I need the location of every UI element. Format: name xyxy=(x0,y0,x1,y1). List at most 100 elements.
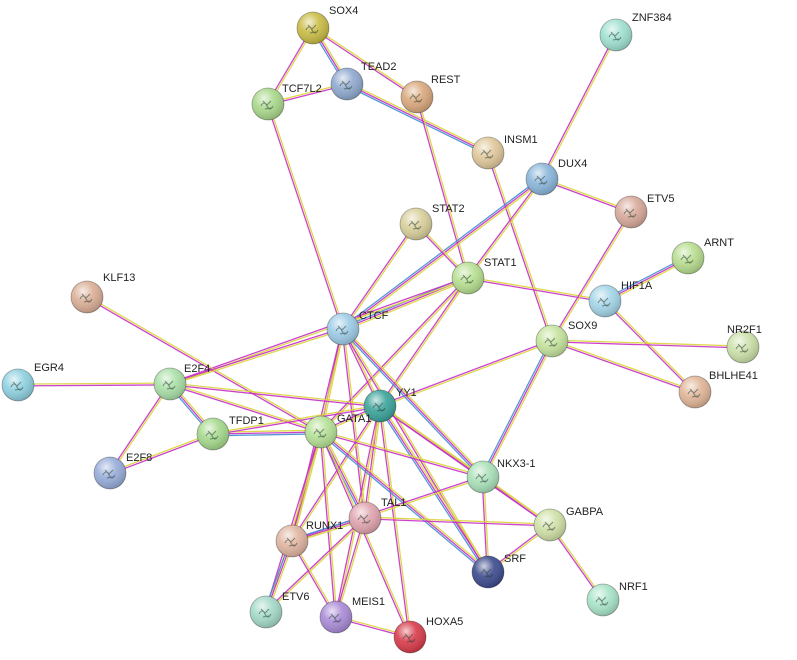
edge-dux4-stat1 xyxy=(466,178,544,279)
protein-structure-icon xyxy=(408,220,422,230)
node-stat1[interactable]: STAT1 xyxy=(451,257,517,295)
node-tfdp1[interactable]: TFDP1 xyxy=(196,415,264,451)
node-label: HIF1A xyxy=(621,280,653,292)
node-label: EGR4 xyxy=(34,362,64,374)
node-yy1[interactable]: YY1 xyxy=(363,387,417,423)
edge-e2f4-e2f8 xyxy=(108,383,172,474)
node-label: SOX4 xyxy=(329,5,358,17)
node-label: STAT2 xyxy=(432,203,465,215)
protein-structure-icon xyxy=(372,402,386,412)
edge-yy1-runx1 xyxy=(290,405,382,542)
node-label: NRF1 xyxy=(619,581,648,593)
node-sox9[interactable]: SOX9 xyxy=(535,320,597,358)
edge-e2f4-gata1 xyxy=(169,382,322,434)
edge-ctcf-srf xyxy=(341,328,490,573)
node-label: DUX4 xyxy=(558,158,587,170)
node-label: SRF xyxy=(504,553,526,565)
node-bhlhe41[interactable]: BHLHE41 xyxy=(678,370,758,409)
node-tead2[interactable]: TEAD2 xyxy=(330,61,396,101)
edge-ctcf-e2f4 xyxy=(169,327,344,386)
protein-structure-icon xyxy=(205,430,219,440)
node-label: SOX9 xyxy=(568,320,597,332)
edge-tead2-insm1 xyxy=(345,81,490,156)
edge-yy1-hoxa5 xyxy=(378,405,412,638)
protein-structure-icon xyxy=(258,608,272,618)
edge-e2f8-tfdp1 xyxy=(109,432,214,475)
protein-structure-icon xyxy=(475,473,489,483)
node-meis1[interactable]: MEIS1 xyxy=(319,596,385,634)
node-label: ARNT xyxy=(704,237,734,249)
node-label: STAT1 xyxy=(484,257,517,269)
edge-tfdp1-yy1 xyxy=(212,404,381,436)
protein-structure-icon xyxy=(608,31,622,41)
node-label: HOXA5 xyxy=(426,616,463,628)
protein-structure-icon xyxy=(542,521,556,531)
protein-structure-icon xyxy=(534,175,548,185)
edge-rest-stat1 xyxy=(415,96,470,279)
edge-stat1-gata1 xyxy=(319,276,470,434)
edge-layer xyxy=(17,26,744,639)
edge-gata1-etv6 xyxy=(264,431,323,613)
node-hoxa5[interactable]: HOXA5 xyxy=(393,616,463,654)
node-egr4[interactable]: EGR4 xyxy=(1,362,64,402)
edge-hif1a-bhlhe41 xyxy=(603,299,697,394)
node-hif1a[interactable]: HIF1A xyxy=(588,280,653,318)
edge-gata1-meis1 xyxy=(319,431,338,618)
node-label: ETV6 xyxy=(282,591,310,603)
node-runx1[interactable]: RUNX1 xyxy=(275,520,343,558)
node-nr2f1[interactable]: NR2F1 xyxy=(726,324,762,364)
node-nrf1[interactable]: NRF1 xyxy=(586,581,648,617)
protein-structure-icon xyxy=(480,149,494,159)
protein-structure-icon xyxy=(284,537,298,547)
node-rest[interactable]: REST xyxy=(400,74,461,114)
node-label: TEAD2 xyxy=(361,61,396,73)
node-stat2[interactable]: STAT2 xyxy=(399,203,465,241)
edge-tal1-gabpa xyxy=(364,516,551,527)
node-e2f8[interactable]: E2F8 xyxy=(93,452,152,490)
protein-structure-icon xyxy=(339,80,353,90)
node-label: KLF13 xyxy=(103,272,135,284)
node-label: RUNX1 xyxy=(306,520,343,532)
protein-structure-icon xyxy=(102,469,116,479)
node-tcf7l2[interactable]: TCF7L2 xyxy=(251,83,322,121)
protein-structure-icon xyxy=(409,93,423,103)
node-label: MEIS1 xyxy=(352,596,385,608)
edge-dux4-ctcf xyxy=(341,177,544,331)
protein-structure-icon xyxy=(544,337,558,347)
node-arnt[interactable]: ARNT xyxy=(671,237,734,275)
node-label: ZNF384 xyxy=(632,12,672,24)
protein-structure-icon xyxy=(305,24,319,34)
edge-stat1-yy1 xyxy=(378,277,470,407)
protein-structure-icon xyxy=(597,297,611,307)
edge-stat2-ctcf xyxy=(341,223,418,330)
node-label: TAL1 xyxy=(381,497,406,509)
edge-gata1-nkx3-1 xyxy=(320,430,484,479)
node-dux4[interactable]: DUX4 xyxy=(525,158,587,196)
node-tal1[interactable]: TAL1 xyxy=(348,497,406,535)
node-klf13[interactable]: KLF13 xyxy=(70,272,135,314)
node-ctcf[interactable]: CTCF xyxy=(326,310,389,346)
node-gata1[interactable]: GATA1 xyxy=(304,413,371,449)
node-znf384[interactable]: ZNF384 xyxy=(599,12,672,52)
protein-structure-icon xyxy=(10,381,24,391)
edge-stat1-hif1a xyxy=(467,276,606,303)
edge-insm1-sox9 xyxy=(486,152,554,342)
node-nkx3-1[interactable]: NKX3-1 xyxy=(466,458,536,494)
edge-sox4-rest xyxy=(312,26,418,99)
node-sox4[interactable]: SOX4 xyxy=(296,5,358,45)
node-etv5[interactable]: ETV5 xyxy=(614,193,675,229)
node-insm1[interactable]: INSM1 xyxy=(471,134,538,170)
protein-structure-icon xyxy=(595,596,609,606)
protein-structure-icon xyxy=(687,388,701,398)
node-etv6[interactable]: ETV6 xyxy=(249,591,310,629)
node-srf[interactable]: SRF xyxy=(471,553,526,589)
node-label: NR2F1 xyxy=(727,324,762,336)
edge-tcf7l2-ctcf xyxy=(266,103,345,330)
node-gabpa[interactable]: GABPA xyxy=(533,506,604,542)
node-label: TCF7L2 xyxy=(282,83,322,95)
node-label: GABPA xyxy=(566,506,604,518)
edge-klf13-gata1 xyxy=(86,295,322,434)
node-e2f4[interactable]: E2F4 xyxy=(153,363,210,401)
protein-structure-icon xyxy=(313,428,327,438)
node-label: INSM1 xyxy=(504,134,538,146)
